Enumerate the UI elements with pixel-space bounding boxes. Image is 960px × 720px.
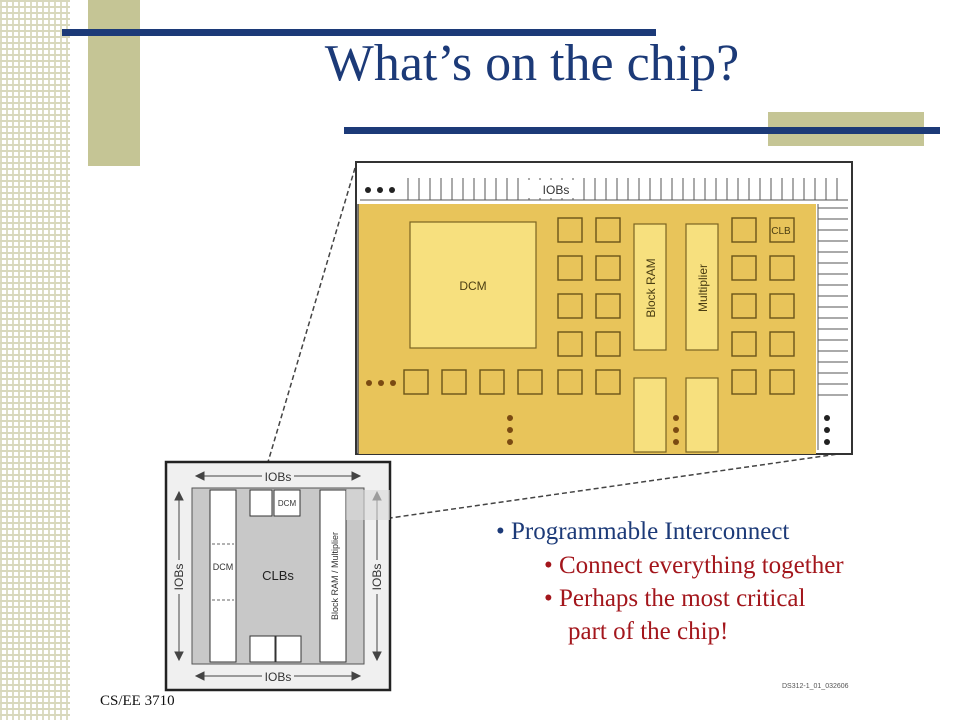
zoom-block-ram-label: Block RAM: [644, 258, 658, 317]
zoom-connector-left: [267, 167, 356, 463]
figure-code: DS312-1_01_032606: [782, 683, 849, 690]
overview-block-ram-multiplier-column: [319, 489, 347, 663]
overview-dcm-bottom-a: [249, 635, 276, 663]
clb-cell: [769, 331, 795, 357]
overview-dcm-top-label: DCM: [278, 499, 297, 508]
clb-cell: [441, 369, 467, 395]
zoom-clb-grid: [403, 217, 795, 395]
zoom-connector-right: [389, 451, 853, 519]
overview-iobs-right-label: IOBs: [370, 564, 384, 591]
clb-cell: [731, 331, 757, 357]
io-dot: [365, 187, 371, 193]
zoom-multiplier: [685, 223, 719, 351]
overview-block-ram-multiplier-label: Block RAM / Multiplier: [330, 532, 340, 620]
clb-cell: [595, 369, 621, 395]
clb-cell: [769, 217, 795, 243]
overview-dcm-bottom-b: [275, 635, 302, 663]
left-stripe-decoration: [0, 0, 70, 720]
zoom-block-ram: [633, 223, 667, 351]
slide-title: What’s on the chip?: [324, 35, 740, 92]
overview-dcm-top-a: [249, 489, 273, 517]
bullet-programmable-interconnect: • Programmable Interconnect: [496, 518, 790, 545]
zoom-ellipsis-dots: [366, 380, 679, 445]
clb-cell: [517, 369, 543, 395]
clb-cell: [595, 255, 621, 281]
clb-cell: [557, 369, 583, 395]
clb-cell: [731, 293, 757, 319]
clb-cell: [479, 369, 505, 395]
zoom-block-ram-lower: [633, 377, 667, 453]
title-rule-bottom: [344, 127, 940, 134]
clb-cell: [403, 369, 429, 395]
clb-cell: [769, 293, 795, 319]
overview-zoom-region: [346, 490, 390, 520]
overview-chip: IOBs IOBs IOBs IOBs DCM DCM CLBs Block R…: [164, 460, 392, 692]
zoom-dcm-label: DCM: [459, 279, 486, 293]
bullet-list: • Programmable Interconnect • Connect ev…: [496, 518, 946, 646]
zoom-iob-right-ticks: [818, 207, 848, 396]
clb-cell: [769, 369, 795, 395]
bullet-most-critical: • Perhaps the most critical: [544, 585, 806, 612]
zoom-right-io-dots: [824, 415, 830, 445]
clb-cell: [595, 331, 621, 357]
overview-dcm-top-b: [273, 489, 301, 517]
overview-dcm-left-label: DCM: [213, 562, 234, 572]
bullet-connect-everything: • Connect everything together: [544, 552, 844, 579]
clb-cell: [595, 293, 621, 319]
clb-cell: [557, 293, 583, 319]
io-dot: [389, 187, 395, 193]
title-rule-top: [62, 29, 656, 36]
zoom-detail-view: IOBs DCM Block RAM Multiplier CLB: [355, 161, 853, 455]
clb-cell: [557, 255, 583, 281]
io-dot: [377, 187, 383, 193]
clb-cell: [731, 369, 757, 395]
clb-cell: [557, 217, 583, 243]
zoom-clb-label: CLB: [771, 226, 791, 237]
zoom-multiplier-label: Multiplier: [696, 264, 710, 312]
clb-cell: [769, 255, 795, 281]
footer-course-code: CS/EE 3710: [100, 693, 175, 709]
zoom-iobs-label: IOBs: [543, 183, 570, 197]
bullet-most-critical-continued: part of the chip!: [568, 618, 729, 645]
overview-iobs-top-label: IOBs: [265, 470, 292, 484]
overview-iobs-bottom-label: IOBs: [265, 670, 292, 684]
olive-block-left: [88, 0, 140, 166]
overview-clbs-label: CLBs: [262, 568, 294, 583]
clb-cell: [731, 255, 757, 281]
zoom-multiplier-lower: [685, 377, 719, 453]
overview-dcm-column-left: [209, 489, 237, 663]
clb-cell: [731, 217, 757, 243]
clb-cell: [557, 331, 583, 357]
clb-cell: [595, 217, 621, 243]
zoom-dcm-block: [409, 221, 537, 349]
overview-iobs-left-label: IOBs: [172, 564, 186, 591]
